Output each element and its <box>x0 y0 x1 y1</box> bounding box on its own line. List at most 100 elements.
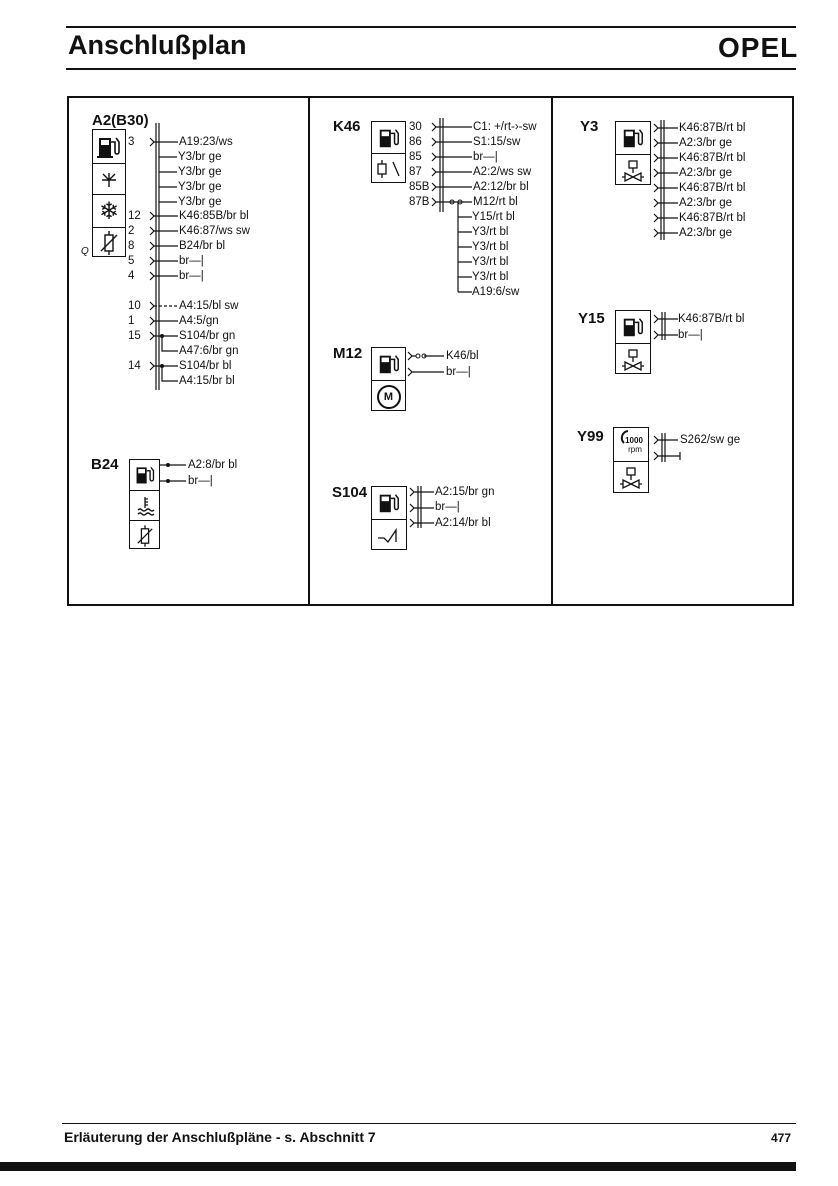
k46-pin-85: 85 <box>409 151 422 163</box>
a2-label-16: A4:15/br bl <box>179 375 235 387</box>
component-s104-block <box>371 486 407 550</box>
footer-bottom-bar <box>0 1162 796 1171</box>
sun-icon <box>93 163 125 194</box>
a2-pin-12: 12 <box>128 210 141 222</box>
k46-pin-86: 86 <box>409 136 422 148</box>
k46-label-10: Y3/rt bl <box>472 256 509 268</box>
s104-label-2: br—| <box>435 501 460 513</box>
y99-label-1: S262/sw ge <box>680 434 741 446</box>
component-b24-name: B24 <box>91 456 119 473</box>
component-k46-block <box>371 121 406 183</box>
column-divider-1 <box>308 96 310 606</box>
fuel-pump-icon <box>616 311 650 343</box>
component-y99-block: 1000 rpm <box>613 427 649 493</box>
a2-label-10: br—| <box>179 270 204 282</box>
valve-icon <box>614 461 648 494</box>
switch-icon <box>372 519 406 551</box>
k46-pin-87: 87 <box>409 166 422 178</box>
y3-label-5: K46:87B/rt bl <box>679 182 746 194</box>
s104-label-3: A2:14/br bl <box>435 517 491 529</box>
motor-icon: M <box>372 380 405 412</box>
a2-label-8: B24/br bl <box>179 240 226 252</box>
fuel-pump-icon <box>130 460 159 490</box>
component-y15-block <box>615 310 651 374</box>
component-b24-block <box>129 459 160 549</box>
component-y3-name: Y3 <box>580 118 599 135</box>
y3-label-7: K46:87B/rt bl <box>679 212 746 224</box>
diagram-panel <box>67 96 794 606</box>
y15-label-2: br—| <box>678 329 703 341</box>
y3-label-1: K46:87B/rt bl <box>679 122 746 134</box>
page-title: Anschlußplan <box>68 30 247 60</box>
a2-pin-3: 3 <box>128 136 135 148</box>
a2-pin-4: 4 <box>128 270 135 282</box>
brand-logo-text: OPEL <box>718 32 799 63</box>
k46-label-9: Y3/rt bl <box>472 241 509 253</box>
a2-label-11: A4:15/bl sw <box>179 300 239 312</box>
y3-label-4: A2:3/br ge <box>679 167 733 179</box>
k46-pin-87b: 87B <box>409 196 430 208</box>
component-m12-name: M12 <box>333 345 363 362</box>
fuel-pump-icon <box>372 122 405 153</box>
k46-pin-30: 30 <box>409 121 422 133</box>
component-y3-block <box>615 121 651 185</box>
header-bottom-rule <box>66 68 796 70</box>
valve-icon <box>616 343 650 375</box>
a2-label-2: Y3/br ge <box>178 151 222 163</box>
footer-note: Erläuterung der Anschlußpläne - s. Absch… <box>64 1129 376 1145</box>
k46-label-12: A19:6/sw <box>472 286 520 298</box>
b24-label-2: br—| <box>188 475 213 487</box>
rpm-unit: rpm <box>628 444 642 454</box>
component-m12-block: M <box>371 347 406 411</box>
m12-label-2: br—| <box>446 366 471 378</box>
y3-label-6: A2:3/br ge <box>679 197 733 209</box>
a2-label-12: A4:5/gn <box>179 315 219 327</box>
fuel-pump-icon <box>93 130 125 163</box>
k46-pin-85b: 85B <box>409 181 430 193</box>
a2-pin-10: 10 <box>128 300 141 312</box>
k46-label-11: Y3/rt bl <box>472 271 509 283</box>
a2-label-15: S104/br bl <box>179 360 232 372</box>
a2-pin-8: 8 <box>128 240 135 252</box>
a2-pin-5: 5 <box>128 255 135 267</box>
component-a2-block: ❄ <box>92 129 126 257</box>
y3-label-8: A2:3/br ge <box>679 227 733 239</box>
a2-pin-2: 2 <box>128 225 135 237</box>
y15-label-1: K46:87B/rt bl <box>678 313 745 325</box>
a2-pin-1: 1 <box>128 315 135 327</box>
fuel-pump-icon <box>372 487 406 519</box>
k46-label-7: Y15/rt bl <box>472 211 515 223</box>
thermometer-icon <box>130 490 159 520</box>
k46-label-5: A2:12/br bl <box>473 181 529 193</box>
rpm-icon: 1000 rpm <box>614 428 648 461</box>
k46-label-2: S1:15/sw <box>473 136 521 148</box>
column-divider-2 <box>551 96 553 606</box>
page-number: 477 <box>771 1131 792 1145</box>
motor-icon-label: M <box>376 384 401 409</box>
a2-label-1: A19:23/ws <box>179 136 233 148</box>
a2-pin-15: 15 <box>128 330 141 342</box>
a2-label-3: Y3/br ge <box>178 166 222 178</box>
component-y15-name: Y15 <box>578 310 605 327</box>
a2-label-4: Y3/br ge <box>178 181 222 193</box>
a2-label-6: K46:85B/br bl <box>179 210 249 222</box>
varistor-icon <box>93 227 125 258</box>
y3-label-3: K46:87B/rt bl <box>679 152 746 164</box>
a2-label-9: br—| <box>179 255 204 267</box>
snowflake-icon: ❄ <box>93 194 125 227</box>
header-top-rule <box>66 26 796 28</box>
b24-label-1: A2:8/br bl <box>188 459 238 471</box>
k46-label-6: M12/rt bl <box>473 196 518 208</box>
footer-top-rule <box>62 1123 796 1124</box>
component-s104-name: S104 <box>332 484 368 501</box>
a2-label-13: S104/br gn <box>179 330 236 342</box>
k46-label-1: C1: +/rt-›-sw <box>473 121 537 133</box>
